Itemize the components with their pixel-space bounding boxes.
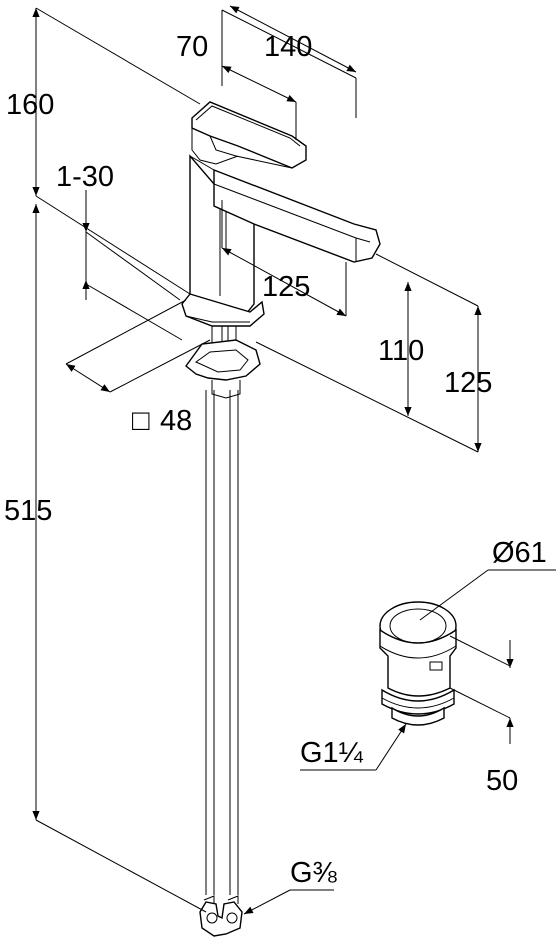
thread-g1-1-4: G1¼ bbox=[300, 737, 364, 769]
dim-160: 160 bbox=[6, 89, 54, 121]
dim-140: 140 bbox=[264, 31, 312, 63]
faucet-body bbox=[181, 101, 381, 937]
dim-515: 515 bbox=[4, 495, 52, 527]
dimension-lines bbox=[32, 5, 556, 915]
drain-assembly bbox=[379, 601, 457, 726]
dim-61: Ø61 bbox=[492, 537, 547, 569]
square-symbol: □ bbox=[132, 405, 150, 437]
dim-70: 70 bbox=[176, 31, 208, 63]
dim-125-right: 125 bbox=[444, 367, 492, 399]
dim-1-30: 1-30 bbox=[56, 161, 114, 193]
dim-50: 50 bbox=[486, 765, 518, 797]
thread-g3-8: G⅜ bbox=[290, 857, 338, 889]
dim-125-spout: 125 bbox=[262, 271, 310, 303]
dim-110: 110 bbox=[378, 335, 424, 367]
dim-48: 48 bbox=[160, 405, 192, 437]
